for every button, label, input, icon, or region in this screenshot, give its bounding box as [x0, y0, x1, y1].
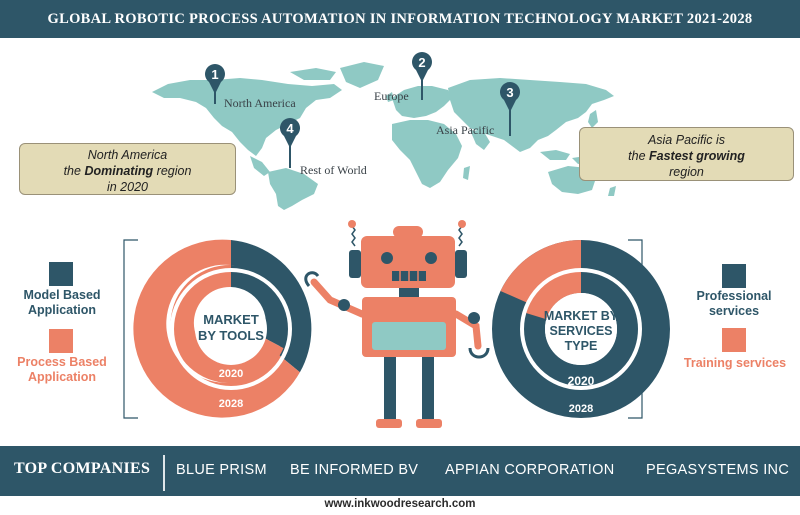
company-appian: APPIAN CORPORATION [445, 462, 615, 478]
pin-1-icon [205, 64, 225, 104]
services-2028-training [500, 239, 581, 303]
tools-year-2020: 2020 [219, 368, 243, 380]
market-graphics: MARKET BY TOOLS 2020 2028 MARKET BY SERV… [123, 220, 670, 428]
label-europe: Europe [374, 89, 409, 103]
tools-year-2028: 2028 [219, 398, 243, 410]
tools-center-line1: MARKET [203, 312, 259, 327]
company-blue-prism: BLUE PRISM [176, 462, 267, 478]
footer-website: www.inkwoodresearch.com [324, 498, 476, 510]
services-center-line1: MARKET BY [544, 309, 619, 323]
pin-4-icon [280, 118, 300, 168]
top-companies-label: TOP COMPANIES [14, 460, 151, 477]
legend-swatch-training [722, 328, 746, 352]
pin-4-number: 4 [286, 121, 294, 136]
company-be-informed: BE INFORMED BV [290, 462, 419, 478]
legend-swatch-process-based [49, 329, 73, 353]
robot-illustration-icon [304, 220, 490, 428]
services-center-line2: SERVICES [550, 324, 613, 338]
tools-2020-model-based [231, 265, 289, 349]
left-bracket [123, 239, 138, 419]
tools-center-line2: BY TOOLS [198, 328, 264, 343]
page-title: GLOBAL ROBOTIC PROCESS AUTOMATION IN INF… [0, 0, 800, 38]
world-map: 1 2 3 4 North America Europe Asia Pacifi… [152, 51, 616, 210]
legend-swatch-model-based [49, 262, 73, 286]
donut-market-by-tools: MARKET BY TOOLS 2020 2028 [133, 239, 312, 418]
world-map-landmass [152, 62, 616, 210]
pin-3-number: 3 [506, 85, 513, 100]
label-north-america: North America [224, 96, 296, 110]
legend-swatch-professional [722, 264, 746, 288]
donut-market-by-services: MARKET BY SERVICES TYPE 2020 2028 [492, 239, 670, 418]
callout-north-america: North America the Dominating region in 2… [19, 143, 236, 195]
top-companies-divider [163, 455, 165, 491]
pin-2-icon [412, 51, 433, 100]
label-asia-pacific: Asia Pacific [436, 123, 494, 137]
tools-2028-model-based [231, 240, 312, 373]
legend-training: Training services [683, 356, 787, 370]
services-year-2028: 2028 [569, 403, 593, 415]
services-2020-training [524, 269, 581, 320]
services-center-line3: TYPE [565, 339, 598, 353]
top-companies-bar: TOP COMPANIES BLUE PRISM BE INFORMED BV … [0, 446, 800, 496]
services-year-2020: 2020 [568, 374, 595, 388]
label-rest-of-world: Rest of World [300, 163, 367, 177]
callout-asia-pacific: Asia Pacific is the Fastest growing regi… [579, 127, 794, 181]
company-pegasystems: PEGASYSTEMS INC [646, 462, 790, 478]
pin-2-number: 2 [418, 55, 425, 70]
pin-1-number: 1 [211, 67, 218, 82]
pin-3-icon [500, 81, 520, 136]
